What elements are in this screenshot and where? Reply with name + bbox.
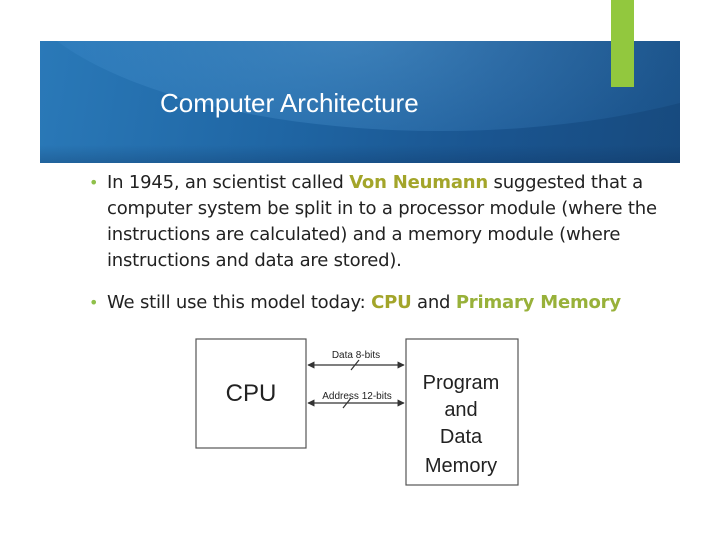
bullet-1-text: In 1945, an scientist called Von Neumann… [107,172,657,271]
slide-title: Computer Architecture [160,88,419,118]
highlight-von-neumann: Von Neumann [349,172,488,193]
cpu-label: CPU [226,380,277,407]
data-bus: Data 8-bits [307,350,405,371]
highlight-cpu: CPU [371,292,412,313]
bullet-item-2: • We still use this model today: CPU and… [89,290,697,316]
memory-label-line-3: Data [440,426,483,448]
memory-label-line-4: Memory [425,455,497,477]
memory-label-line-1: Program [423,372,500,394]
highlight-primary-memory: Primary Memory [455,292,621,313]
bullet-dot-icon: • [89,173,99,192]
memory-label-line-2: and [444,399,477,421]
title-banner [40,41,680,163]
accent-bar [611,0,634,87]
bullet-item-1: • In 1945, an scientist called Von Neuma… [89,170,697,274]
data-bus-label: Data 8-bits [332,350,380,361]
address-bus: Address 12-bits [307,391,405,409]
address-bus-label: Address 12-bits [322,391,391,402]
bullet-2-text: We still use this model today: CPU and P… [107,292,621,313]
bullet-dot-icon: • [89,293,99,312]
cpu-box [195,338,307,449]
memory-box [405,338,519,486]
